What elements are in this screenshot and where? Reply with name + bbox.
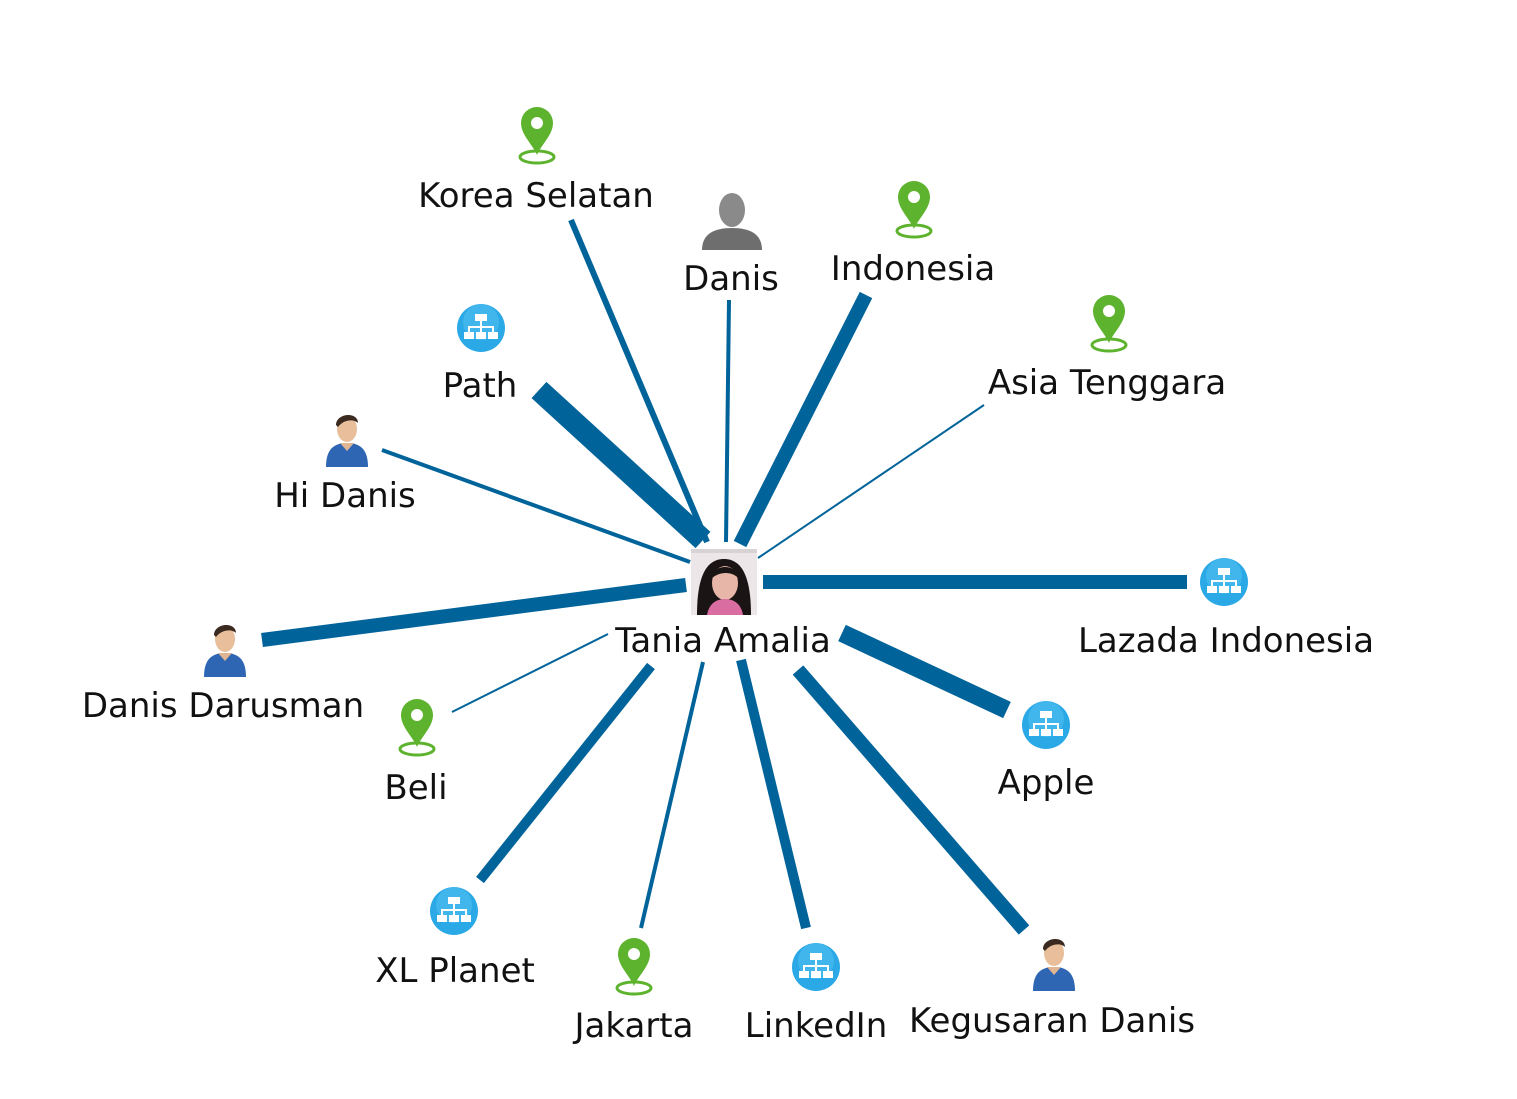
korea-selatan-map-pin-icon[interactable] [518, 105, 556, 165]
node-label-beli[interactable]: Beli [384, 768, 448, 808]
edge-danis-darusman[interactable] [261, 578, 687, 647]
edge-indonesia[interactable] [733, 291, 873, 548]
xl-planet-org-chart-icon[interactable] [430, 887, 478, 935]
tania-amalia-avatar[interactable] [691, 549, 757, 615]
node-label-linkedin[interactable]: LinkedIn [744, 1006, 888, 1046]
edge-jakarta[interactable] [639, 661, 705, 929]
hi-danis-person-icon[interactable] [326, 414, 368, 467]
node-label-xl-planet[interactable]: XL Planet [375, 951, 535, 991]
path-org-chart-icon[interactable] [457, 304, 505, 352]
beli-map-pin-icon[interactable] [398, 697, 436, 757]
node-label-indonesia[interactable]: Indonesia [830, 249, 996, 289]
profile-photo-icon [691, 549, 757, 615]
node-label-tania-amalia[interactable]: Tania Amalia [615, 621, 831, 661]
edge-korea-selatan[interactable] [568, 218, 710, 544]
edges [261, 218, 1187, 935]
edge-danis[interactable] [724, 299, 731, 543]
node-label-jakarta[interactable]: Jakarta [574, 1006, 694, 1046]
edge-kegusaran-danis[interactable] [792, 665, 1030, 935]
node-label-path[interactable]: Path [442, 366, 518, 406]
node-label-korea-selatan[interactable]: Korea Selatan [418, 176, 654, 216]
edge-linkedin[interactable] [736, 658, 811, 930]
edge-hi-danis[interactable] [381, 448, 691, 564]
edge-apple[interactable] [838, 624, 1011, 719]
node-label-danis[interactable]: Danis [683, 259, 779, 299]
kegusaran-danis-person-icon[interactable] [1033, 938, 1075, 991]
edge-path[interactable] [531, 381, 711, 549]
indonesia-map-pin-icon[interactable] [895, 179, 933, 239]
edge-beli[interactable] [451, 633, 609, 713]
jakarta-map-pin-icon[interactable] [615, 936, 653, 996]
node-label-danis-darusman[interactable]: Danis Darusman [81, 686, 365, 726]
node-label-lazada-indonesia[interactable]: Lazada Indonesia [1077, 621, 1375, 661]
asia-tenggara-map-pin-icon[interactable] [1090, 293, 1128, 353]
danis-darusman-person-icon[interactable] [204, 624, 246, 677]
linkedin-org-chart-icon[interactable] [792, 943, 840, 991]
node-label-apple[interactable]: Apple [997, 763, 1095, 803]
edge-asia-tenggara[interactable] [757, 404, 985, 559]
node-label-kegusaran-danis[interactable]: Kegusaran Danis [908, 1001, 1196, 1041]
danis-person-silhouette-icon[interactable] [702, 193, 762, 250]
node-label-asia-tenggara[interactable]: Asia Tenggara [987, 363, 1227, 403]
apple-org-chart-icon[interactable] [1022, 701, 1070, 749]
lazada-indonesia-org-chart-icon[interactable] [1200, 558, 1248, 606]
edge-xl-planet[interactable] [476, 662, 655, 884]
node-label-hi-danis[interactable]: Hi Danis [274, 476, 416, 516]
